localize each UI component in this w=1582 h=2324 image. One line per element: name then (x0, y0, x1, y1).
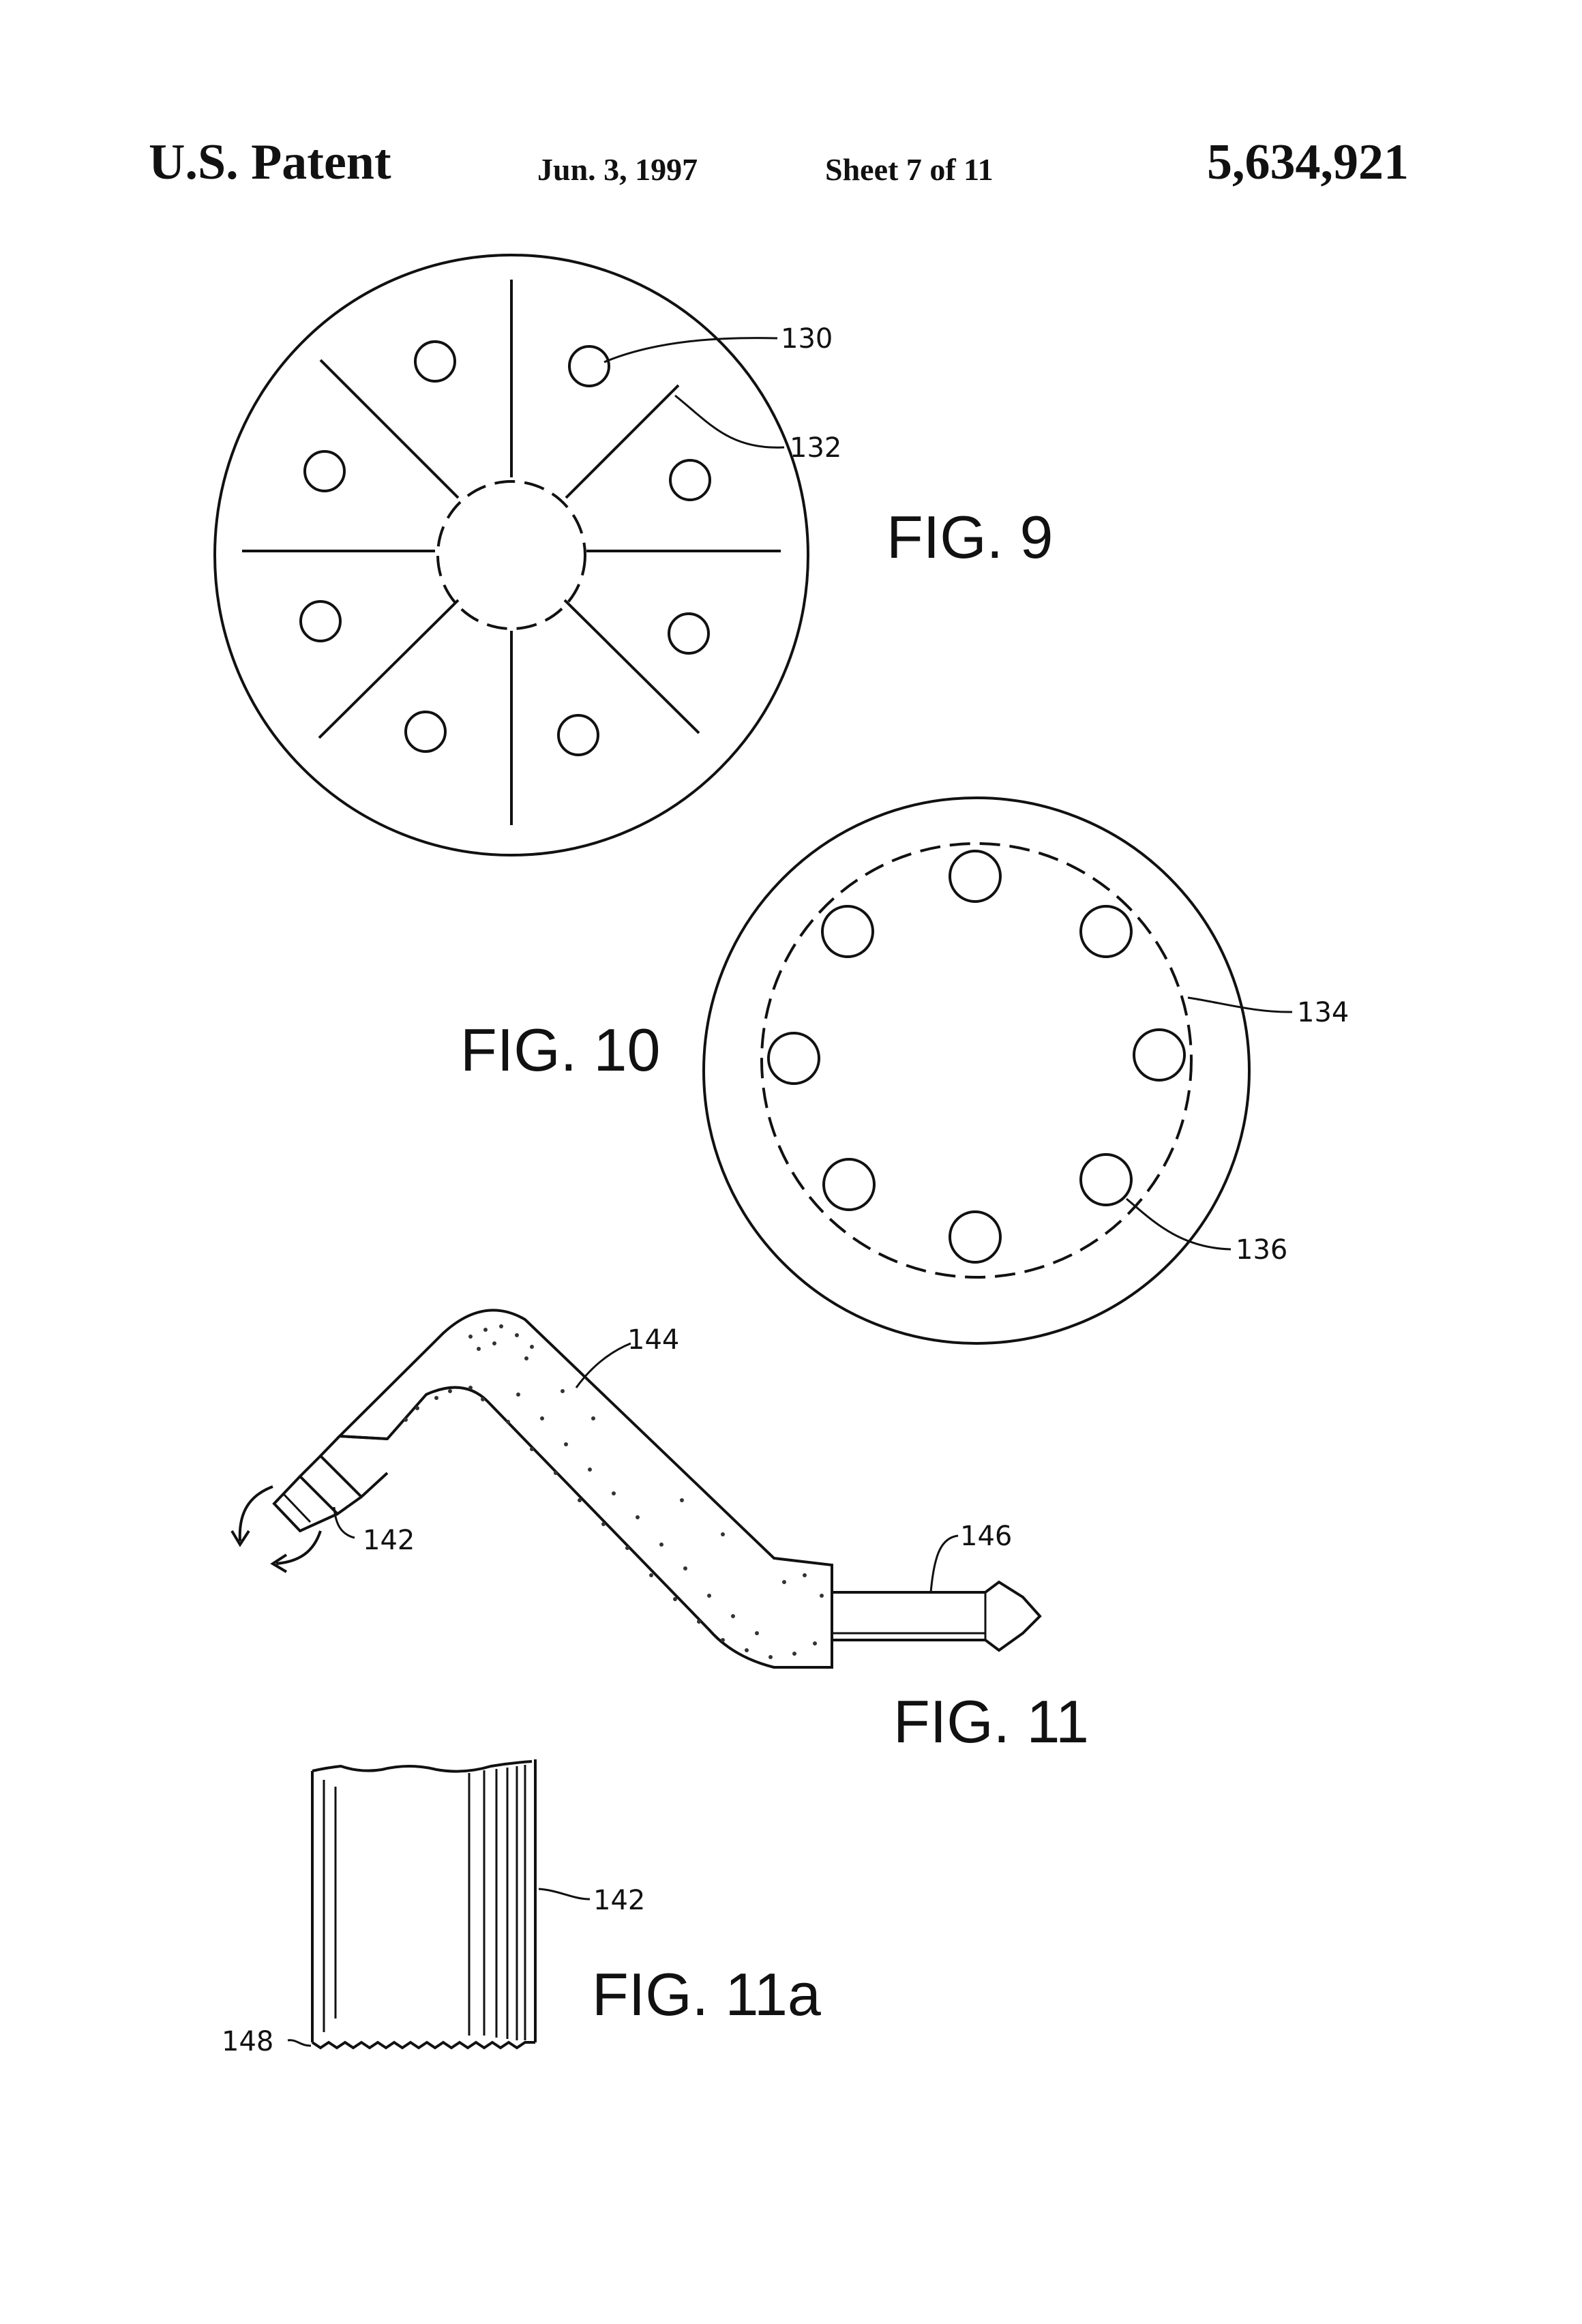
fig9-leader-130 (604, 338, 777, 362)
ref-130: 130 (781, 323, 833, 355)
fig11-leader-146 (931, 1536, 958, 1592)
fig10-leader-136 (1126, 1199, 1231, 1249)
ref-148: 148 (222, 2026, 273, 2057)
figure-11: 144 146 142 FIG. 11 (232, 1310, 1089, 1755)
figure-11a: 142 148 FIG. 11a (222, 1759, 821, 2057)
fig9-center-hub (438, 481, 585, 629)
fig11a-label: FIG. 11a (592, 1961, 821, 2028)
fig9-spokes (242, 280, 781, 825)
ref-132: 132 (790, 432, 841, 464)
ref-142-fig11a: 142 (593, 1885, 645, 1916)
ref-146: 146 (960, 1521, 1012, 1552)
fig11a-serrated-edge (312, 2042, 535, 2048)
figure-9: 130 132 FIG. 9 (215, 255, 1054, 855)
ref-136: 136 (1236, 1234, 1287, 1266)
figure-10: 134 136 FIG. 10 (460, 798, 1349, 1343)
fig10-label: FIG. 10 (460, 1016, 660, 1084)
fig11-label: FIG. 11 (893, 1688, 1089, 1755)
fig9-holes (301, 342, 710, 755)
fig11-housing (340, 1310, 832, 1667)
fig11a-tube (312, 1759, 535, 2042)
fig9-label: FIG. 9 (886, 503, 1054, 571)
fig11-leader-144 (576, 1343, 631, 1388)
ref-134: 134 (1297, 997, 1349, 1028)
fig11-shaft (832, 1582, 1040, 1650)
fig10-holes (768, 851, 1184, 1262)
fig11-rotation-arrows (232, 1487, 320, 1572)
ref-144: 144 (627, 1324, 679, 1356)
fig11a-leader-148 (288, 2040, 311, 2046)
fig11a-leader-142 (539, 1889, 590, 1899)
fig11-stipple (404, 1324, 824, 1659)
ref-142-fig11: 142 (363, 1525, 415, 1556)
fig11-collet (300, 1436, 387, 1514)
